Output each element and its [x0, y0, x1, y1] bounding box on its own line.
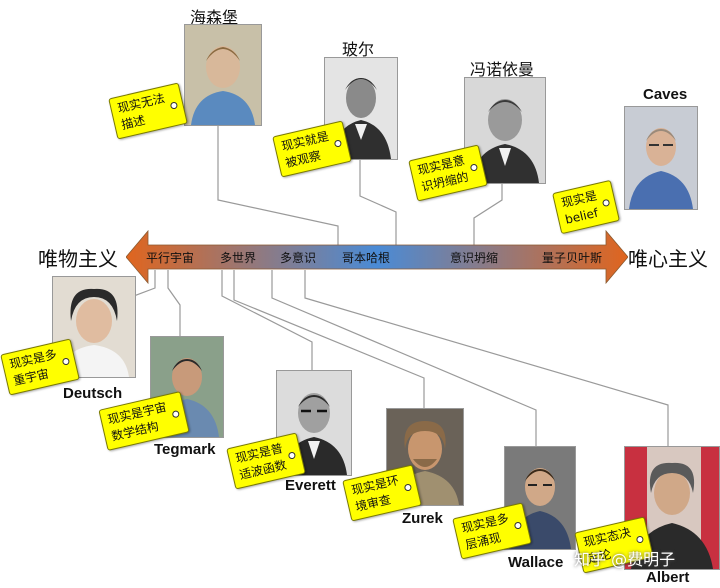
axis-arrow [126, 229, 628, 285]
scientist-name-vonneumann: 冯诺依曼 [470, 60, 535, 79]
connector-wallace [271, 270, 537, 446]
scientist-name-heisenberg: 海森堡 [190, 8, 239, 27]
scientist-name-albert: Albert [646, 569, 690, 586]
photo-heisenberg [184, 24, 262, 126]
axis-left-label: 唯物主义 [38, 247, 118, 271]
watermark: 知乎 @费明子 [574, 550, 676, 569]
scientist-name-tegmark: Tegmark [154, 441, 216, 458]
scientist-name-zurek: Zurek [402, 510, 443, 527]
axis-tick-parallel-universe: 平行宇宙 [146, 251, 195, 265]
connector-albert [304, 270, 669, 446]
scientist-name-deutsch: Deutsch [63, 385, 123, 402]
scientist-name-caves: Caves [643, 86, 688, 103]
connector-bohr [359, 158, 397, 248]
photo-caves [624, 106, 698, 210]
axis-right-label: 唯心主义 [628, 247, 708, 271]
connector-tegmark [167, 270, 181, 336]
connector-everett [221, 270, 313, 370]
axis-tick-many-minds: 多意识 [280, 251, 317, 265]
connector-vonneumann [473, 182, 503, 248]
axis-tick-consciousness-collapse: 意识坍缩 [450, 251, 499, 265]
photo-everett [276, 370, 352, 476]
axis-tick-many-worlds: 多世界 [220, 251, 257, 265]
connector-heisenberg [217, 125, 339, 248]
scientist-name-everett: Everett [285, 477, 336, 494]
connector-zurek [233, 270, 425, 408]
photo-vonneumann [464, 77, 546, 184]
axis-tick-copenhagen: 哥本哈根 [342, 251, 391, 265]
scientist-name-bohr: 玻尔 [342, 40, 375, 59]
scientist-name-wallace: Wallace [508, 554, 564, 571]
axis-tick-qbism: 量子贝叶斯 [542, 251, 603, 265]
